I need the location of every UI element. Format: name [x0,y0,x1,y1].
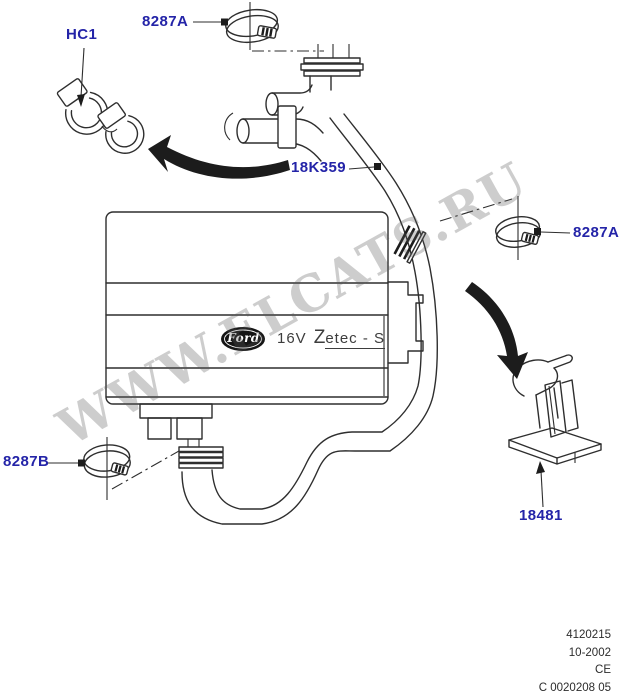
drawing-region: CE [595,664,611,677]
drawing-number: 4120215 [566,628,611,641]
engine-badge: 16V Zetec - S [277,327,385,349]
drawing-date: 10-2002 [568,646,611,659]
heater-hose-drawing [178,113,438,525]
label-hose[interactable]: 18K359 [291,159,346,176]
badge-zetec-initial: Z [313,327,326,348]
label-hc1[interactable]: HC1 [66,26,98,43]
badge-zetec-rest: etec - S [325,330,385,349]
retainer-clip-drawing [508,354,602,465]
hc1-clips-drawing [56,78,145,154]
ford-logo [221,327,265,351]
label-clamp-bottom[interactable]: 8287B [3,453,50,470]
drawing-info-block: 4120215 10-2002 CE C 0020208 05 [539,627,611,698]
drawing-code: C 0020208 05 [538,682,611,695]
leader-lines [48,18,571,508]
ford-logo-text: Ford [227,331,260,345]
label-clamp-top[interactable]: 8287A [142,13,189,30]
hose-fitting-drawing [224,44,364,162]
direction-arrows [148,135,528,379]
clamp-top-drawing [225,8,279,44]
label-clamp-right[interactable]: 8287A [573,224,620,241]
engine-cover-drawing [105,211,424,447]
label-clip[interactable]: 18481 [519,507,563,524]
badge-16v: 16V [277,330,307,347]
